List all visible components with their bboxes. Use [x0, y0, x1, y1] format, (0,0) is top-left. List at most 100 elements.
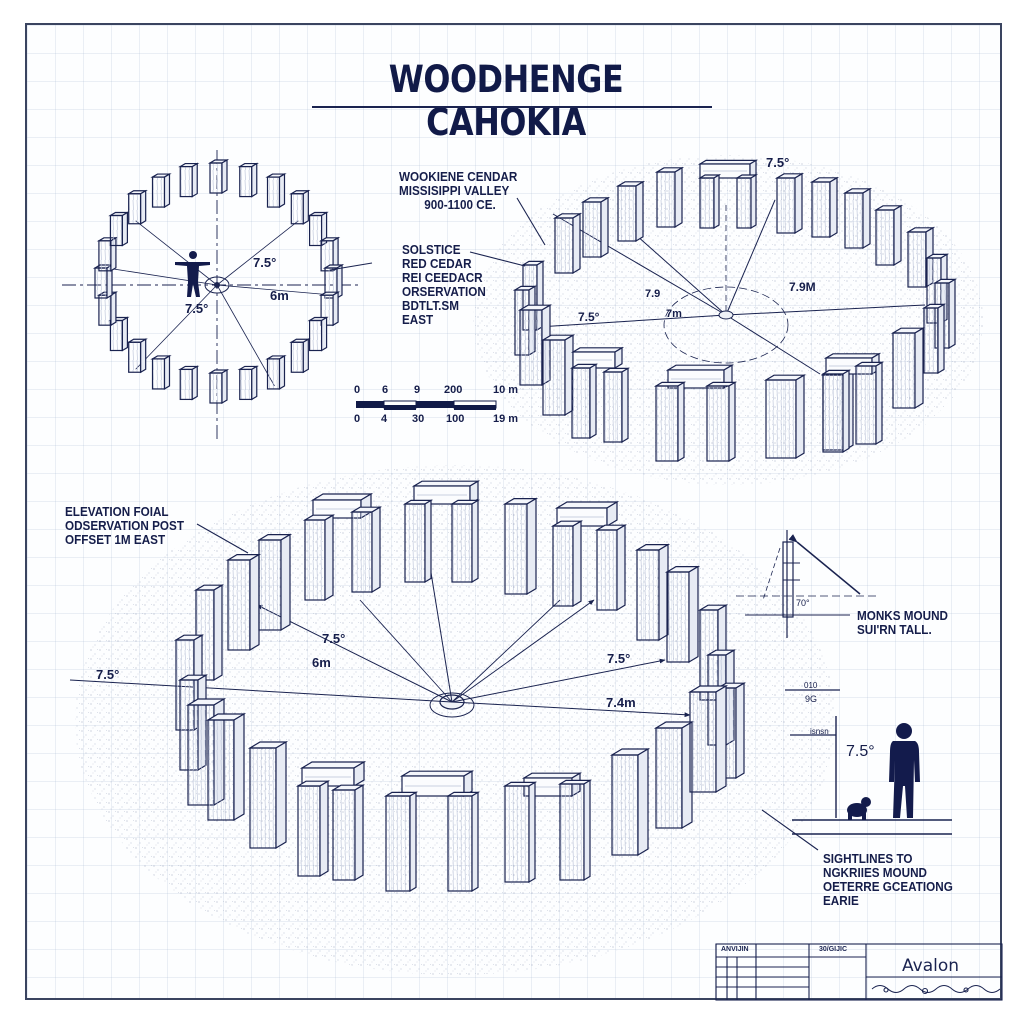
- sightline: [451, 599, 561, 703]
- title-block-header: ANVIJIN: [721, 946, 749, 953]
- sightline: [635, 234, 727, 316]
- wooden-post: [445, 791, 481, 893]
- scale-tick: 30: [412, 413, 425, 425]
- wooden-post: [687, 684, 729, 794]
- main-view: [69, 480, 747, 893]
- title-underline: [312, 106, 712, 108]
- wooden-post: [349, 506, 383, 594]
- human-tick-label: 9G: [805, 694, 818, 704]
- center-marker: [204, 276, 230, 294]
- lintel-beam: [665, 364, 735, 390]
- main-distance-label: 6m: [312, 655, 331, 670]
- human-scale-diagram: [785, 689, 952, 835]
- plan-post: [289, 189, 311, 225]
- sightline: [216, 220, 299, 286]
- scale-tick: 10 m: [493, 384, 519, 396]
- solstice-note: SOLSTICE RED CEDAR REI CEEDACR ORSERVATI…: [402, 242, 486, 327]
- wooden-post: [734, 173, 759, 230]
- plan-post: [178, 365, 200, 401]
- wooden-post: [205, 712, 247, 822]
- wooden-post: [921, 303, 947, 375]
- wooden-post: [890, 327, 926, 410]
- sightline: [135, 220, 218, 286]
- scale-tick: 19 m: [493, 413, 519, 425]
- lintel-beam: [411, 480, 481, 506]
- wooden-post: [402, 499, 434, 584]
- wooden-post: [653, 720, 695, 830]
- person-silhouette-icon: [889, 723, 920, 818]
- wooden-post: [609, 747, 651, 857]
- main-distance-label: 7.4m: [606, 695, 636, 710]
- plan-radius-label: 6m: [270, 288, 289, 303]
- wooden-post: [295, 780, 331, 878]
- scale-tick: 4: [381, 413, 388, 425]
- main-angle-label: 7.5°: [322, 631, 346, 646]
- plan-view: [62, 150, 360, 440]
- wooden-post: [256, 533, 293, 632]
- wooden-post: [842, 187, 873, 250]
- leader-lines: [196, 197, 819, 851]
- human-tick-label: 010: [804, 681, 818, 690]
- wooden-post: [552, 212, 583, 275]
- plan-post: [108, 211, 130, 247]
- plan-post: [126, 189, 148, 225]
- lintel-beam: [310, 492, 374, 520]
- observer-silhouette-icon: [175, 251, 210, 297]
- wooden-post: [569, 363, 599, 440]
- sightline: [216, 284, 333, 296]
- sightline: [69, 679, 453, 703]
- lintel-beam: [697, 159, 759, 180]
- scale-tick: 9: [414, 384, 421, 396]
- center-marker: [718, 310, 734, 320]
- wave-ornament-icon: [871, 985, 1001, 993]
- elevation-note: ELEVATION FOIAL ODSERVATION POST OFFSET …: [65, 504, 184, 547]
- animal-silhouette-icon: [847, 797, 871, 820]
- plan-post: [126, 338, 148, 374]
- sightline: [105, 267, 218, 286]
- plan-post: [96, 291, 119, 327]
- wooden-post: [763, 374, 807, 460]
- persp-angle-label: 7.5°: [578, 310, 600, 324]
- inner-ring: [663, 286, 789, 364]
- wooden-post: [654, 166, 685, 229]
- scale-tick: 6: [382, 384, 389, 396]
- plan-post: [150, 354, 172, 390]
- plan-post: [237, 365, 259, 401]
- wooden-post: [580, 196, 611, 259]
- sightline: [359, 599, 453, 703]
- plan-post: [207, 158, 230, 195]
- sightline: [135, 284, 218, 370]
- elevation-angle-label: 70°: [796, 598, 810, 608]
- human-angle-label: 7.5°: [846, 743, 875, 760]
- wooden-post: [302, 514, 336, 602]
- plan-post: [207, 368, 230, 405]
- scale-tick: 100: [446, 413, 465, 425]
- wooden-post: [449, 499, 481, 584]
- site-note: WOOKIENE CENDAR MISSISIPPI VALLEY 900-11…: [399, 169, 518, 212]
- plan-post: [289, 338, 311, 374]
- firm-name: Avalon: [902, 956, 960, 976]
- plan-post: [265, 173, 287, 209]
- scale-tick: 200: [444, 384, 463, 396]
- wooden-post: [809, 176, 840, 239]
- sightline: [451, 658, 666, 703]
- scale-bar: [356, 400, 497, 410]
- wooden-post: [601, 367, 631, 444]
- wooden-post: [540, 334, 576, 417]
- wooden-post: [557, 779, 593, 882]
- sightline: [451, 599, 595, 703]
- lintel-beam: [399, 770, 475, 798]
- plan-post: [307, 316, 329, 352]
- persp-angle-label: 7.5°: [766, 155, 790, 170]
- sightline: [552, 213, 727, 316]
- wooden-post: [550, 520, 584, 608]
- plan-post: [108, 316, 130, 352]
- wooden-post: [247, 740, 289, 850]
- wooden-post: [615, 180, 646, 243]
- main-angle-label: 7.5°: [607, 651, 631, 666]
- center-point: [214, 282, 220, 288]
- persp-distance-label: 7m: [666, 308, 682, 320]
- wooden-post: [634, 543, 671, 642]
- human-tick-label: isnsn: [810, 727, 829, 736]
